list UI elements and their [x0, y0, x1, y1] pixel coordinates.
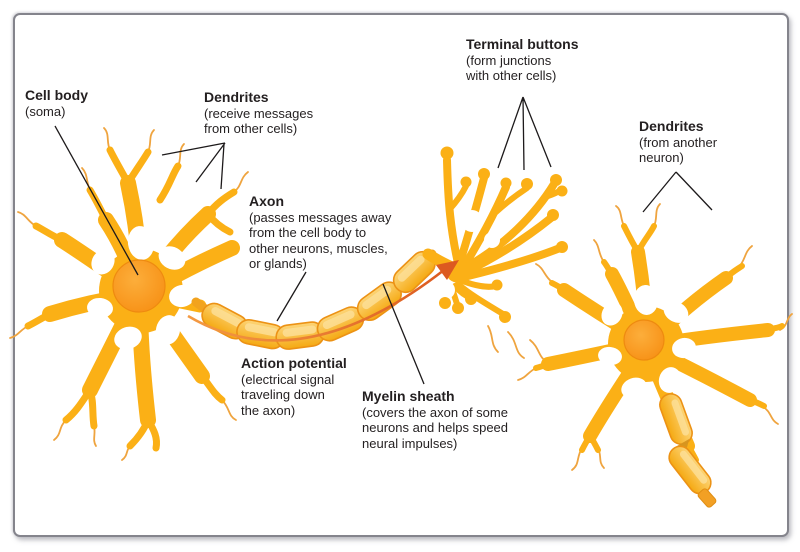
pointer-lines: [54, 96, 713, 385]
right-neuron: [517, 203, 793, 508]
label-dendrites-right: Dendrites (from another neuron): [639, 118, 718, 166]
action-potential-arrow: [187, 260, 459, 342]
label-cell-body-desc: (soma): [25, 103, 66, 119]
right-nucleus: [623, 319, 665, 361]
label-action-potential: Action potential (electrical signal trav…: [241, 355, 347, 418]
axon-pointer: [276, 271, 307, 322]
label-terminal-buttons: Terminal buttons (form junctions with ot…: [466, 36, 579, 84]
label-axon-desc: (passes messages away from the cell body…: [249, 209, 392, 272]
right-axon-myelin: [659, 393, 717, 508]
myelin-sheath-pointer: [382, 283, 425, 385]
label-terminal-buttons-desc: (form junctions with other cells): [466, 52, 557, 84]
label-terminal-buttons-title: Terminal buttons: [466, 36, 579, 52]
label-dendrites-right-title: Dendrites: [639, 118, 704, 134]
label-axon-title: Axon: [249, 193, 284, 209]
label-myelin-sheath-title: Myelin sheath: [362, 388, 455, 404]
label-action-potential-desc: (electrical signal traveling down the ax…: [241, 371, 335, 418]
label-dendrites-left-title: Dendrites: [204, 89, 269, 105]
terminal-buttons-pointer: [497, 96, 552, 171]
label-myelin-sheath: Myelin sheath (covers the axon of some n…: [362, 388, 509, 451]
terminal-buttons-tree: [422, 146, 568, 363]
cell-body-pointer: [54, 125, 139, 276]
label-action-potential-title: Action potential: [241, 355, 347, 371]
label-dendrites-left: Dendrites (receive messages from other c…: [204, 89, 314, 137]
label-axon: Axon (passes messages away from the cell…: [249, 193, 392, 272]
label-cell-body-title: Cell body: [25, 87, 89, 103]
dendrites-left-pointer: [161, 142, 226, 190]
dendrites-right-pointer: [642, 171, 713, 213]
label-myelin-sheath-desc: (covers the axon of some neurons and hel…: [362, 404, 509, 451]
left-nucleus: [112, 259, 166, 313]
label-cell-body: Cell body (soma): [25, 87, 89, 119]
label-dendrites-right-desc: (from another neuron): [639, 134, 718, 166]
label-dendrites-left-desc: (receive messages from other cells): [204, 105, 314, 137]
left-neuron: [9, 127, 249, 461]
